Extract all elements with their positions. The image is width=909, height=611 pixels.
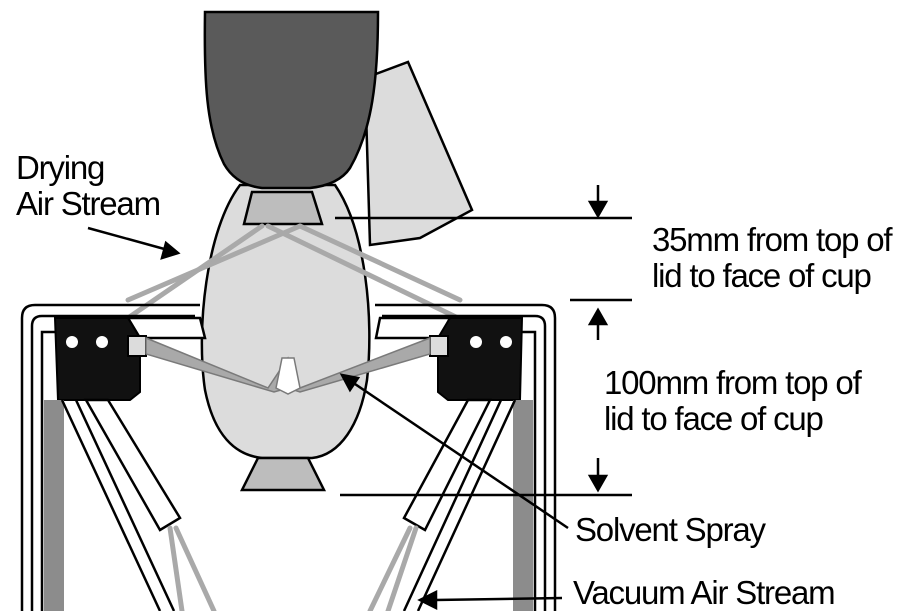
distance-100mm-line1: 100mm from top of: [604, 364, 862, 401]
left-vacuum-duct: [83, 398, 182, 532]
distance-100mm-line2: lid to face of cup: [604, 400, 824, 437]
distance-100mm-label: 100mm from top of lid to face of cup: [604, 364, 862, 437]
drying-air-stream-label: Drying Air Stream: [16, 149, 161, 222]
distance-35mm-label: 35mm from top of lid to face of cup: [652, 221, 893, 294]
right-manifold: [437, 317, 524, 401]
dimension-lines: [335, 185, 632, 497]
distance-35mm-line1: 35mm from top of: [652, 221, 893, 258]
right-vacuum-duct: [402, 398, 493, 532]
left-spray-nozzle: [127, 335, 147, 357]
upper-cup-face: [242, 190, 324, 226]
solvent-spray-label: Solvent Spray: [575, 511, 766, 548]
right-spray-nozzle: [429, 335, 449, 357]
vacuum-wall-left: [44, 400, 64, 611]
atomizer-bell-body: [200, 183, 371, 460]
funnel-walls: [60, 399, 517, 611]
distance-35mm-line2: lid to face of cup: [652, 257, 872, 294]
atomizer-head: [203, 10, 380, 190]
drying-air-stream-line2: Air Stream: [16, 185, 161, 222]
lower-cup-face: [239, 456, 327, 492]
vacuum-air-streams: [167, 525, 419, 611]
vacuum-wall-right: [513, 400, 533, 611]
leader-lines: [87, 226, 569, 611]
drying-air-streams: [125, 223, 463, 321]
left-manifold: [53, 317, 141, 401]
solvent-spray-tip: [275, 357, 301, 395]
drying-air-stream-line1: Drying: [16, 149, 105, 186]
vacuum-air-stream-label: Vacuum Air Stream: [573, 574, 836, 611]
